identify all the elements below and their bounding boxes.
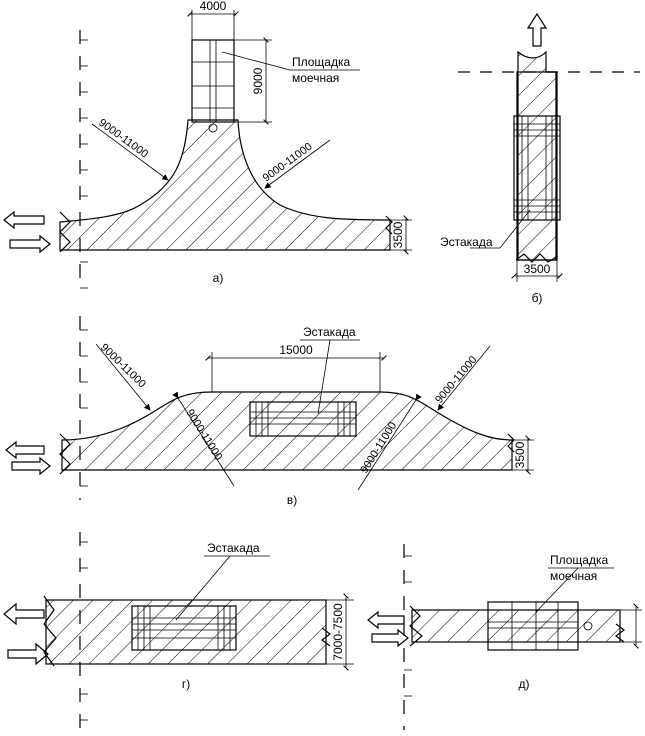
panel-v-dim-top: 15000 (279, 343, 313, 357)
panel-d-label-pad-2: моечная (550, 569, 597, 583)
panel-a-dim-right-radius: 9000-11000 (261, 141, 315, 185)
panel-a-dim-road: 3500 (391, 221, 405, 248)
panel-a-dim-width: 4000 (200, 0, 227, 13)
panel-a-traffic-arrows (3, 210, 51, 254)
panel-g-label-ramp: Эстакада (207, 541, 260, 555)
panel-v-dim-right-outer: 9000-11000 (433, 354, 479, 406)
panel-g-road-axis (79, 532, 88, 730)
panel-v-platform (61, 391, 513, 471)
panel-a: 4000 9000 Площадка моечная 9000-11000 90… (3, 0, 412, 290)
panel-a-label-pad-1: Площадка (292, 55, 350, 69)
panel-b-exit-arrow (526, 12, 548, 47)
panel-g-road (45, 599, 327, 665)
panel-d-label-pad-1: Площадка (550, 553, 608, 567)
panel-d-road-axis (403, 544, 412, 730)
panel-b-ramp (513, 115, 561, 221)
panel-d: Площадка моечная д) (367, 544, 642, 730)
panel-v-caption: в) (287, 493, 297, 507)
panel-b-dim-road: 3500 (524, 262, 551, 276)
panel-v-ramp (249, 401, 357, 437)
panel-a-caption: а) (213, 271, 224, 285)
panel-a-platform (59, 119, 391, 251)
panel-v: 15000 Эстакада 9000-11000 9000-11000 900… (5, 316, 534, 507)
panel-d-washing-pad (487, 601, 593, 651)
panel-a-dim-left-radius: 9000-11000 (96, 117, 150, 161)
panel-a-washing-pad (191, 39, 235, 133)
panel-d-road (411, 609, 621, 643)
panel-v-label-ramp: Эстакада (303, 325, 356, 339)
panel-v-road-axis (79, 316, 88, 500)
panel-v-dim-road: 3500 (513, 441, 527, 468)
panel-a-dim-length: 9000 (251, 67, 265, 94)
panel-g-dim-road: 7000-7500 (331, 603, 345, 661)
panel-g: Эстакада 7000-7500 г) (3, 532, 354, 730)
panel-b: Эстакада 3500 б) (440, 12, 640, 305)
panel-b-label-ramp: Эстакада (440, 235, 493, 249)
panel-a-label-pad-2: моечная (292, 71, 339, 85)
panel-v-traffic-arrows (5, 440, 51, 476)
panel-a-road-axis (79, 30, 88, 290)
panel-v-dim-left-outer: 9000-11000 (98, 342, 148, 391)
panel-g-caption: г) (182, 677, 190, 691)
panel-d-caption: д) (519, 677, 530, 691)
panel-b-road (517, 50, 557, 261)
panel-g-traffic-arrows (3, 602, 49, 666)
panel-g-ramp (131, 605, 237, 651)
panel-d-traffic-arrows (367, 610, 409, 648)
panel-b-caption: б) (532, 291, 543, 305)
